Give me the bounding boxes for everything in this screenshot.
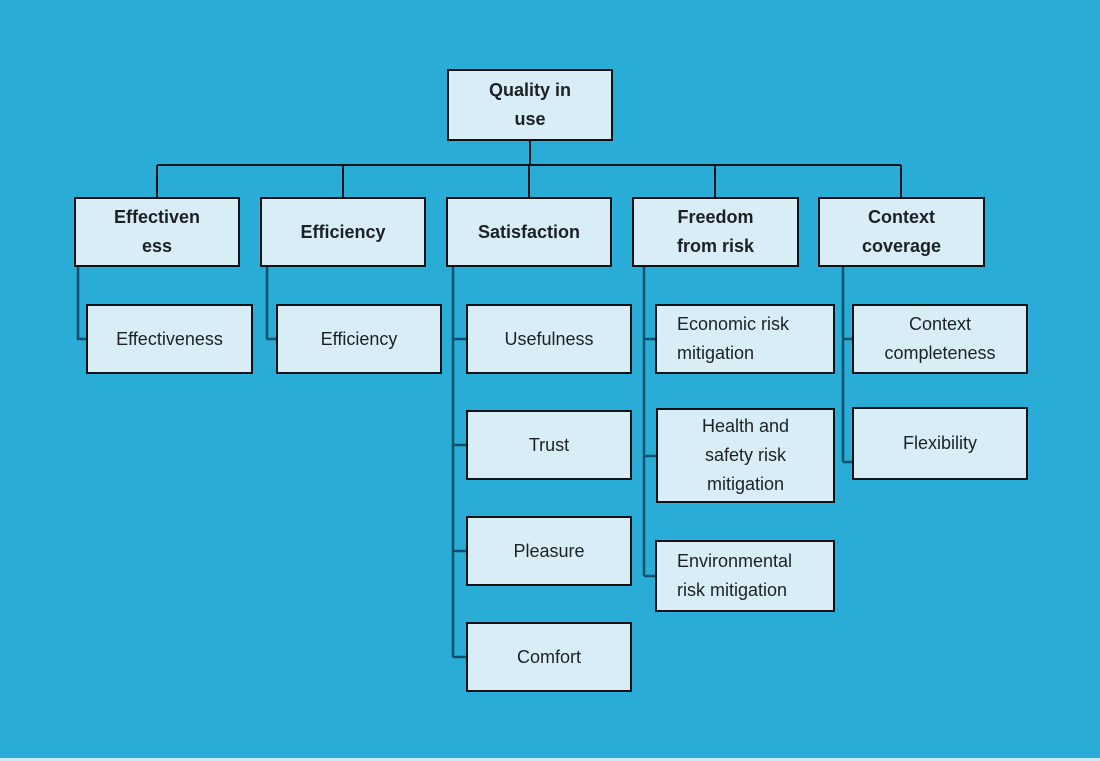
- node-efficiency[interactable]: Efficiency: [276, 304, 442, 374]
- node-effectiveness-group[interactable]: Effectiven ess: [74, 197, 240, 267]
- node-pleasure[interactable]: Pleasure: [466, 516, 632, 586]
- canvas-bottom-edge: [0, 758, 1100, 761]
- node-trust[interactable]: Trust: [466, 410, 632, 480]
- node-satisfaction-group[interactable]: Satisfaction: [446, 197, 612, 267]
- node-economic-risk-mitigation[interactable]: Economic risk mitigation: [655, 304, 835, 374]
- node-efficiency-group[interactable]: Efficiency: [260, 197, 426, 267]
- node-quality-in-use[interactable]: Quality in use: [447, 69, 613, 141]
- node-health-safety-risk-mitigation[interactable]: Health and safety risk mitigation: [656, 408, 835, 503]
- node-usefulness[interactable]: Usefulness: [466, 304, 632, 374]
- connector-efficiency-child: [265, 267, 276, 341]
- node-effectiveness[interactable]: Effectiveness: [86, 304, 253, 374]
- node-freedom-from-risk-group[interactable]: Freedom from risk: [632, 197, 799, 267]
- node-environmental-risk-mitigation[interactable]: Environmental risk mitigation: [655, 540, 835, 612]
- node-context-coverage-group[interactable]: Context coverage: [818, 197, 985, 267]
- node-comfort[interactable]: Comfort: [466, 622, 632, 692]
- node-flexibility[interactable]: Flexibility: [852, 407, 1028, 480]
- connector-effectiveness-child: [76, 267, 86, 341]
- node-context-completeness[interactable]: Context completeness: [852, 304, 1028, 374]
